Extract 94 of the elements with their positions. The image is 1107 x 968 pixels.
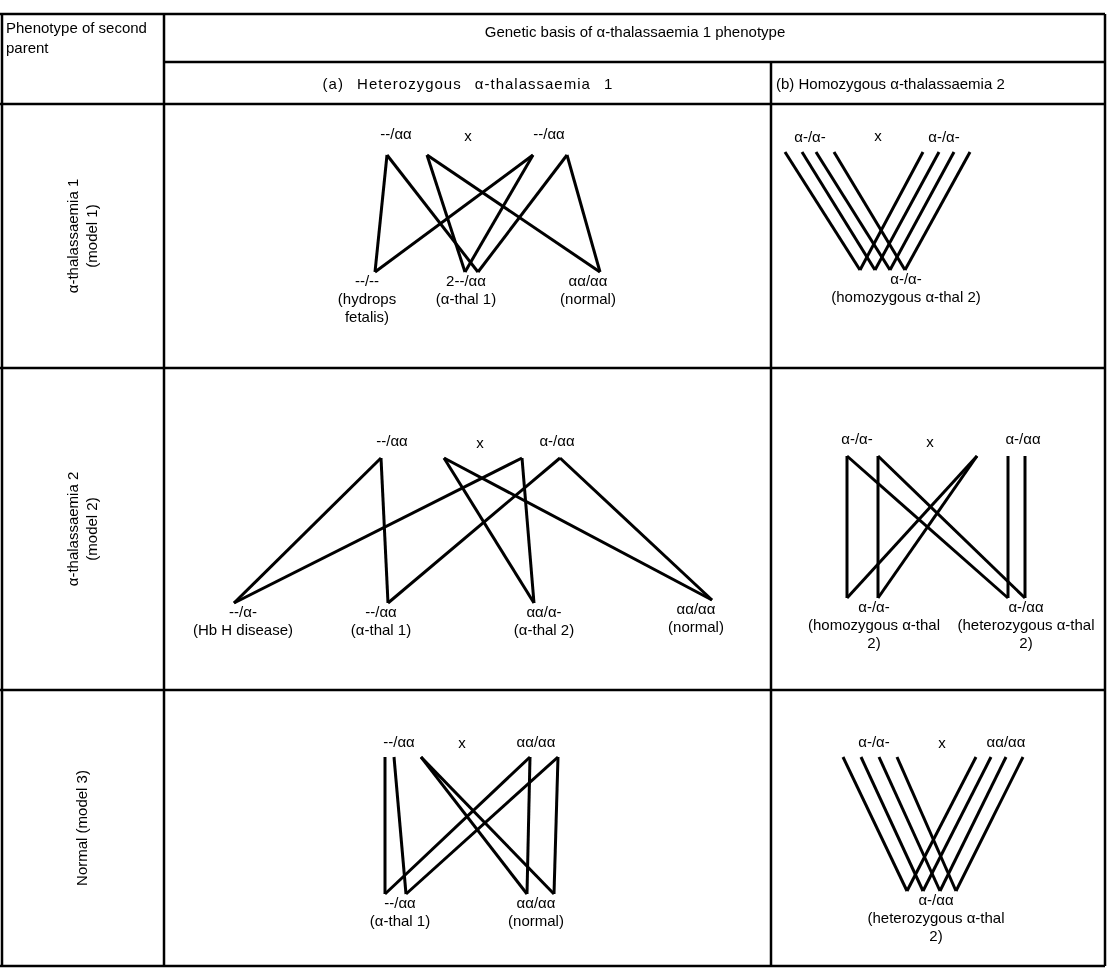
cross-line (374, 153, 534, 274)
cross-sign: x (475, 433, 485, 453)
column-header: (a) Heterozygous α-thalassaemia 1 (321, 74, 615, 94)
genotype-label: --/αα (382, 733, 416, 751)
genotype-label: α-/α- (793, 128, 827, 146)
cross-line (783, 151, 862, 271)
cross-line (1023, 456, 1027, 598)
cross-line (859, 756, 925, 892)
row-header: α-thalassaemia 2 (model 2) (62, 470, 101, 589)
genotype-label: --/αα (375, 432, 409, 450)
phenotype-label: (heterozygous α-thal 2) (956, 616, 1096, 652)
cross-line (525, 756, 532, 895)
cross-line (873, 151, 941, 271)
genotype-label: --/-- (353, 272, 381, 290)
cross-sign: x (463, 126, 473, 146)
cross-line (558, 456, 714, 602)
cross-line (392, 756, 408, 895)
cross-line (463, 154, 535, 273)
cross-line (232, 456, 383, 605)
cross-line (520, 457, 536, 604)
cross-sign: x (873, 126, 883, 146)
genotype-label: αα/αα (985, 733, 1027, 751)
genotype-label: α-/α- (889, 270, 923, 288)
cross-line (233, 456, 523, 605)
phenotype-label: (normal) (559, 290, 617, 308)
genotype-label: α-/α- (840, 430, 874, 448)
phenotype-label: (α-thal 1) (349, 621, 413, 639)
cross-line (387, 456, 561, 605)
phenotype-label: (Hb H disease) (191, 621, 294, 639)
genotype-label: αα/α- (525, 603, 563, 621)
cross-line (845, 456, 849, 598)
genotype-label: αα/αα (567, 272, 609, 290)
cross-line (1006, 456, 1010, 598)
genotype-label: αα/αα (515, 894, 557, 912)
cross-line (425, 154, 467, 273)
genotype-label: --/αα (383, 894, 417, 912)
genotype-label: --/αα (532, 125, 566, 143)
cross-line (814, 151, 892, 271)
cross-line (383, 755, 532, 896)
genotype-label: α-/αα (538, 432, 576, 450)
cross-line (841, 756, 909, 892)
cross-line (903, 151, 972, 271)
cross-line (921, 756, 993, 892)
genotype-label: α-/α- (857, 598, 891, 616)
cross-line (426, 153, 601, 274)
column-header: Phenotype of second parent (6, 18, 148, 57)
cross-sign: x (457, 733, 467, 753)
column-header: Genetic basis of α-thalassaemia 1 phenotype (483, 22, 787, 42)
phenotype-label: (heterozygous α-thal 2) (866, 909, 1006, 945)
phenotype-label: (homozygous α-thal 2) (806, 616, 942, 652)
cross-line (895, 756, 958, 892)
cross-line (552, 756, 560, 895)
cross-line (383, 757, 387, 894)
cross-line (888, 151, 956, 271)
genotype-label: α-/α- (857, 733, 891, 751)
row-header: Normal (model 3) (72, 769, 92, 888)
phenotype-label: (hydrops fetalis) (336, 290, 398, 326)
cross-line (845, 455, 979, 599)
cross-line (876, 454, 1027, 600)
phenotype-label: (normal) (507, 912, 565, 930)
genotype-label: 2--/αα (445, 272, 487, 290)
cross-line (373, 154, 389, 273)
cross-sign: x (937, 733, 947, 753)
cross-line (379, 457, 390, 604)
genotype-label: --/α- (228, 603, 258, 621)
cross-line (385, 154, 480, 273)
genotype-label: αα/αα (515, 733, 557, 751)
cross-sign: x (925, 432, 935, 452)
phenotype-label: (normal) (667, 618, 725, 636)
cross-line (954, 756, 1025, 892)
cross-line (858, 151, 925, 271)
phenotype-label: (α-thal 1) (368, 912, 432, 930)
cross-line (565, 154, 602, 273)
genotype-label: α-/αα (1004, 430, 1042, 448)
cross-line (877, 756, 942, 892)
cross-line (476, 154, 569, 273)
genotype-label: αα/αα (675, 600, 717, 618)
genotype-label: α-/αα (917, 891, 955, 909)
cross-line (876, 456, 880, 598)
phenotype-label: (α-thal 2) (512, 621, 576, 639)
phenotype-label: (homozygous α-thal 2) (830, 288, 982, 306)
phenotype-label: (α-thal 1) (434, 290, 498, 308)
cross-line (846, 454, 1009, 600)
genotype-label: α-/α- (927, 128, 961, 146)
cross-line (876, 455, 979, 599)
row-header: α-thalassaemia 1 (model 1) (62, 177, 101, 296)
genotype-label: α-/αα (1007, 598, 1045, 616)
cross-line (938, 756, 1008, 892)
genotype-label: --/αα (364, 603, 398, 621)
column-header: (b) Homozygous α-thalassaemia 2 (776, 74, 1006, 94)
cross-line (905, 756, 978, 892)
cross-line (800, 151, 877, 271)
genotype-label: --/αα (379, 125, 413, 143)
cross-line (832, 151, 907, 271)
